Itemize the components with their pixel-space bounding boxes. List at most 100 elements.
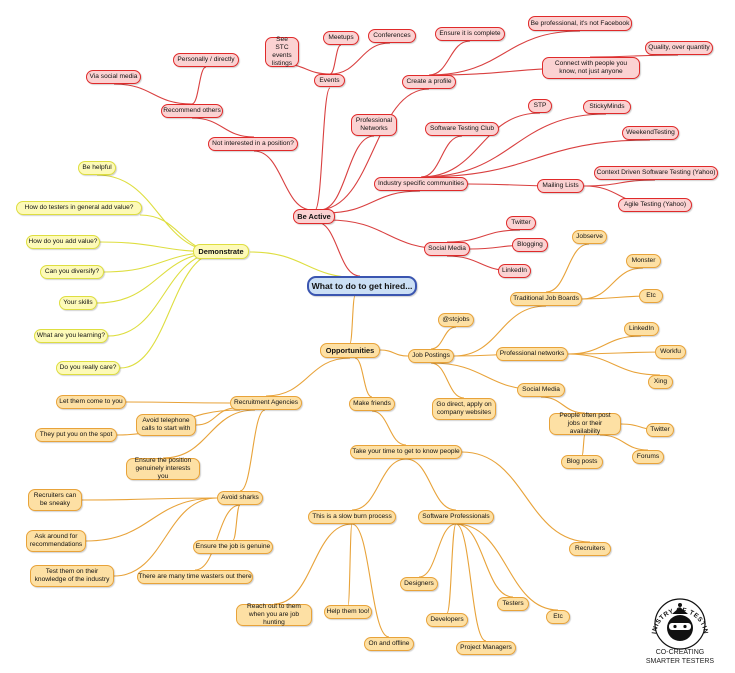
- central-topic[interactable]: What to do to get hired...: [307, 276, 417, 296]
- avoid-sharks-node[interactable]: Avoid sharks: [217, 491, 263, 505]
- traditional-job-boards-node[interactable]: Traditional Job Boards: [510, 292, 582, 306]
- connector-line: [446, 229, 521, 243]
- etc-boards-node[interactable]: Etc: [639, 289, 663, 303]
- project-managers-node[interactable]: Project Managers: [456, 641, 516, 655]
- not-interested-node[interactable]: Not interested in a position?: [208, 137, 298, 151]
- take-your-time-node[interactable]: Take your time to get to know people: [350, 445, 462, 459]
- be-professional-node[interactable]: Be professional, it's not Facebook: [528, 16, 632, 31]
- connector-line: [430, 362, 465, 399]
- linkedin-orange-node[interactable]: LinkedIn: [624, 322, 659, 336]
- connector-line: [349, 295, 356, 344]
- quality-over-quantity-node[interactable]: Quality, over quantity: [645, 41, 713, 55]
- designers-node[interactable]: Designers: [400, 577, 438, 591]
- connector-line: [319, 135, 375, 211]
- monster-node[interactable]: Monster: [626, 254, 661, 268]
- agile-yahoo-node[interactable]: Agile Testing (Yahoo): [618, 198, 692, 212]
- connector-line: [113, 83, 193, 105]
- stickyminds-node[interactable]: StickyMinds: [583, 100, 631, 114]
- connector-line: [113, 497, 218, 577]
- demonstrate-item[interactable]: Do you really care?: [56, 361, 120, 375]
- connector-line: [420, 112, 541, 178]
- workfu-node[interactable]: Workfu: [655, 345, 686, 359]
- connector-line: [317, 88, 430, 211]
- conferences-node[interactable]: Conferences: [368, 29, 416, 43]
- be-active-node[interactable]: Be Active: [293, 209, 335, 224]
- avoid-telephone-node[interactable]: Avoid telephone calls to start with: [136, 414, 196, 436]
- ensure-complete-node[interactable]: Ensure it is complete: [435, 27, 505, 41]
- jobserve-node[interactable]: Jobserve: [572, 230, 607, 244]
- developers-node[interactable]: Developers: [426, 613, 468, 627]
- connector-line: [455, 523, 514, 598]
- demonstrate-item[interactable]: Be helpful: [78, 161, 116, 175]
- logo-caption-line1: CO-CREATING: [655, 649, 705, 656]
- mailing-lists-node[interactable]: Mailing Lists: [537, 179, 584, 193]
- connector-line: [81, 497, 218, 501]
- etc-pros-node[interactable]: Etc: [546, 610, 570, 624]
- people-post-node[interactable]: People often post jobs or their availabi…: [549, 412, 621, 435]
- stcjobs-node[interactable]: @stcjobs: [438, 313, 474, 327]
- connector-line: [567, 353, 661, 376]
- demonstrate-item[interactable]: What are you learning?: [34, 329, 108, 343]
- forums-node[interactable]: Forums: [632, 450, 664, 464]
- twitter-red-node[interactable]: Twitter: [506, 216, 536, 230]
- events-node[interactable]: Events: [314, 74, 345, 87]
- social-media-orange-node[interactable]: Social Media: [517, 383, 565, 397]
- social-media-red-node[interactable]: Social Media: [424, 242, 470, 256]
- connector-line: [351, 458, 407, 511]
- ministry-of-testing-logo: MINISTRY OF TESTING: [642, 588, 708, 650]
- recruiters-node[interactable]: Recruiters: [569, 542, 611, 556]
- recommend-others-node[interactable]: Recommend others: [161, 104, 223, 118]
- demonstrate-item[interactable]: Can you diversify?: [40, 265, 104, 279]
- connector-line: [455, 523, 559, 611]
- test-them-node[interactable]: Test them on their knowledge of the indu…: [30, 565, 114, 587]
- see-stc-events-node[interactable]: See STC events listings: [265, 36, 299, 67]
- create-profile-node[interactable]: Create a profile: [402, 75, 456, 89]
- recruitment-agencies-node[interactable]: Recruitment Agencies: [230, 396, 302, 410]
- demonstrate-item[interactable]: Your skills: [59, 296, 97, 310]
- demonstrate-node[interactable]: Demonstrate: [193, 244, 249, 259]
- connector-line: [195, 407, 237, 426]
- connector-line: [273, 523, 353, 605]
- on-the-spot-node[interactable]: They put you on the spot: [35, 428, 117, 442]
- connector-line: [324, 190, 421, 214]
- time-wasters-node[interactable]: There are many time wasters out there: [137, 570, 253, 584]
- via-social-media-node[interactable]: Via social media: [86, 70, 141, 84]
- job-postings-node[interactable]: Job Postings: [408, 349, 454, 363]
- personally-directly-node[interactable]: Personally / directly: [173, 53, 239, 67]
- connector-line: [599, 434, 649, 451]
- xing-node[interactable]: Xing: [648, 375, 673, 389]
- professional-networks-orange-node[interactable]: Professional networks: [496, 347, 568, 361]
- let-them-come-node[interactable]: Let them come to you: [56, 395, 126, 409]
- industry-communities-node[interactable]: Industry specific communities: [374, 177, 468, 191]
- help-them-node[interactable]: Help them too!: [324, 605, 372, 619]
- linkedin-red-node[interactable]: LinkedIn: [498, 264, 531, 278]
- demonstrate-item[interactable]: How do testers in general add value?: [16, 201, 142, 215]
- connect-people-node[interactable]: Connect with people you know, not just a…: [542, 57, 640, 79]
- blogging-node[interactable]: Blogging: [512, 238, 548, 252]
- cdt-yahoo-node[interactable]: Context Driven Software Testing (Yahoo): [594, 166, 718, 180]
- connector-line: [314, 87, 331, 211]
- blog-posts-node[interactable]: Blog posts: [561, 455, 603, 469]
- demonstrate-item[interactable]: How do you add value?: [26, 235, 100, 249]
- meetups-node[interactable]: Meetups: [323, 31, 359, 45]
- go-direct-node[interactable]: Go direct, apply on company websites: [432, 398, 496, 420]
- software-testing-club-node[interactable]: Software Testing Club: [425, 122, 499, 136]
- connector-line: [253, 150, 313, 211]
- stp-node[interactable]: STP: [528, 99, 552, 113]
- recruiters-sneaky-node[interactable]: Recruiters can be sneaky: [28, 489, 82, 511]
- software-professionals-node[interactable]: Software Professionals: [418, 510, 494, 524]
- connector-line: [347, 523, 353, 606]
- connector-line: [162, 409, 256, 459]
- weekendtesting-node[interactable]: WeekendTesting: [622, 126, 679, 140]
- twitter-orange-node[interactable]: Twitter: [646, 423, 674, 437]
- make-friends-node[interactable]: Make friends: [349, 397, 395, 411]
- on-and-offline-node[interactable]: On and offline: [364, 637, 414, 651]
- opportunities-node[interactable]: Opportunities: [320, 343, 380, 358]
- professional-networks-node[interactable]: Professional Networks: [351, 114, 397, 136]
- testers-node[interactable]: Testers: [497, 597, 529, 611]
- reach-out-node[interactable]: Reach out to them when you are job hunti…: [236, 603, 312, 626]
- ensure-position-node[interactable]: Ensure the position genuinely interests …: [126, 457, 200, 480]
- slow-burn-node[interactable]: This is a slow burn process: [308, 510, 396, 524]
- ensure-genuine-node[interactable]: Ensure the job is genuine: [193, 540, 273, 554]
- ask-around-node[interactable]: Ask around for recommendations: [26, 530, 86, 552]
